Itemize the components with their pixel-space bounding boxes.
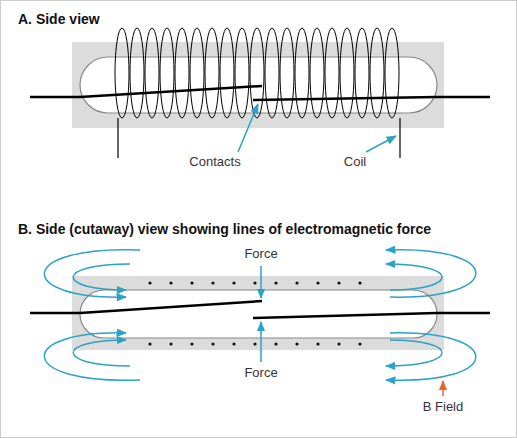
field-lines: [44, 250, 475, 381]
reed-contact: [253, 97, 490, 100]
part-label: Contacts: [189, 154, 240, 170]
reed-contact: [30, 301, 262, 313]
coil-body: [72, 276, 444, 350]
reed-contact: [30, 86, 262, 97]
part-label: Coil: [344, 154, 366, 170]
reed-contact: [253, 313, 490, 318]
force-arrow: [260, 266, 262, 298]
leader-line: [238, 104, 258, 152]
leader-line: [442, 381, 444, 396]
field-label: B Field: [423, 399, 463, 415]
panel-heading: A. Side view: [18, 11, 100, 27]
coil-lead: [399, 118, 400, 158]
force-label: Force: [244, 246, 277, 262]
panel-heading: B. Side (cutaway) view showing lines of …: [18, 221, 431, 237]
coil-cross-section: [148, 281, 361, 345]
force-label: Force: [244, 365, 277, 381]
force-arrow: [260, 322, 262, 362]
coil-lead: [117, 118, 118, 158]
leader-line: [366, 136, 396, 152]
